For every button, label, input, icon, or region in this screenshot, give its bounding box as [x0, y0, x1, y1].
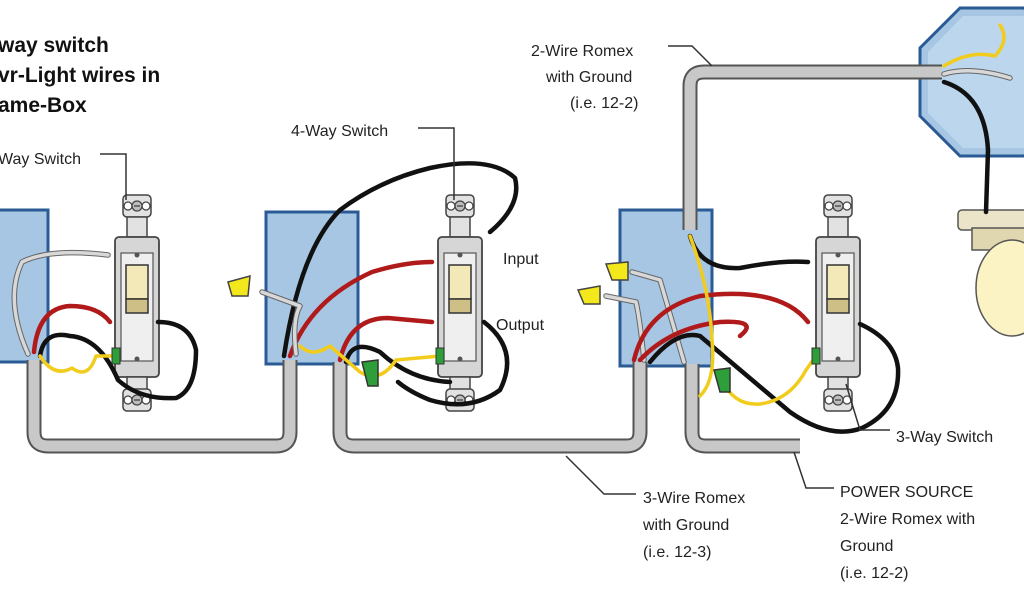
- label-output: Output: [496, 317, 545, 334]
- wires: [11, 23, 1013, 434]
- label-romex-top-2: with Ground: [545, 69, 632, 86]
- switch-icon-right: [815, 194, 861, 412]
- title-line-2: vr-Light wires in: [0, 64, 160, 87]
- title-line-1: way switch: [0, 34, 109, 57]
- label-romex-3wire-1: 3-Wire Romex: [643, 490, 745, 507]
- label-power-source-1: POWER SOURCE: [840, 484, 973, 501]
- label-input: Input: [503, 251, 539, 268]
- light-bulb-icon: [957, 209, 1024, 337]
- wire-nut-icon: [111, 261, 821, 393]
- switch-icon-middle: [437, 194, 483, 412]
- label-power-source-3: Ground: [840, 538, 893, 555]
- label-romex-top-1: 2-Wire Romex: [531, 43, 633, 60]
- title-line-3: ame-Box: [0, 94, 87, 117]
- junction-box-right: [618, 208, 714, 368]
- label-three-way-left: Way Switch: [0, 151, 81, 168]
- label-romex-top-3: (i.e. 12-2): [570, 95, 638, 112]
- romex-cables: [26, 64, 942, 454]
- label-romex-3wire-3: (i.e. 12-3): [643, 544, 711, 561]
- label-four-way: 4-Way Switch: [291, 123, 388, 140]
- label-power-source-2: 2-Wire Romex with: [840, 511, 975, 528]
- label-three-way-right: 3-Way Switch: [896, 429, 993, 446]
- label-power-source-4: (i.e. 12-2): [840, 565, 908, 582]
- switch-icon-left: [114, 194, 160, 412]
- label-romex-3wire-2: with Ground: [642, 517, 729, 534]
